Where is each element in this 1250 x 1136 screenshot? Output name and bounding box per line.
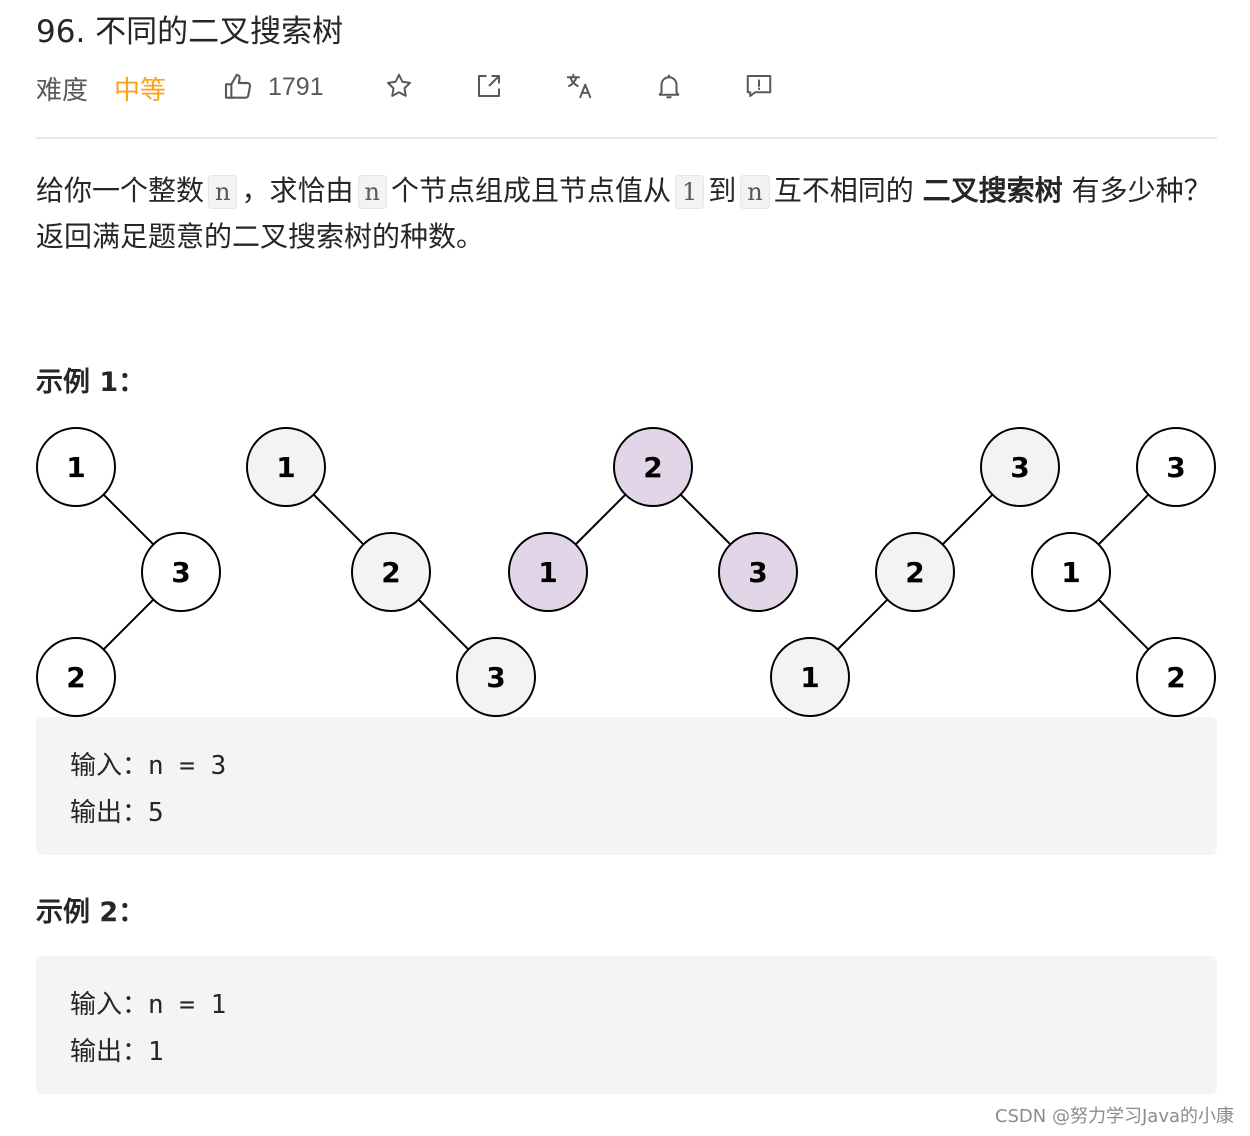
tree-node — [351, 532, 431, 612]
share-button[interactable] — [471, 68, 507, 104]
inline-code: 1 — [674, 175, 705, 209]
tree-node — [718, 532, 798, 612]
tree-node — [1136, 427, 1216, 507]
example-2-title: 示例 2： — [36, 897, 146, 928]
like-count: 1791 — [268, 72, 324, 101]
tree-node — [1136, 637, 1216, 717]
tree-node-label: 1 — [1061, 556, 1080, 589]
translate-button[interactable] — [561, 68, 597, 104]
header-divider — [36, 137, 1217, 139]
example-1-input: 输入：n = 3 — [70, 751, 227, 781]
inline-code: n — [208, 175, 238, 209]
problem-toolbar: 难度 中等 1791 — [36, 66, 796, 110]
tree-node — [770, 637, 850, 717]
tree-node — [246, 427, 326, 507]
tree-node-label: 3 — [748, 556, 767, 589]
tree-node — [36, 637, 116, 717]
tree-node — [508, 532, 588, 612]
tree-node-label: 2 — [643, 451, 662, 484]
example-2-output: 输出：1 — [70, 1037, 164, 1067]
tree-node-label: 3 — [1010, 451, 1029, 484]
bell-icon — [658, 74, 680, 99]
tree-node-label: 1 — [276, 451, 295, 484]
watermark: CSDN @努力学习Java的小康 — [994, 1106, 1234, 1127]
tree-node — [875, 532, 955, 612]
desc-text: 给你一个整数 — [36, 174, 205, 207]
example-1-block: 输入：n = 3 输出：5 — [36, 717, 1217, 855]
favorite-button[interactable] — [381, 68, 417, 104]
tree-node-label: 2 — [66, 661, 85, 694]
tree-node-label: 3 — [486, 661, 505, 694]
star-icon — [387, 73, 411, 97]
bold-term: 二叉搜索树 — [922, 174, 1063, 207]
tree-node-label: 1 — [66, 451, 85, 484]
tree-node-label: 3 — [1166, 451, 1185, 484]
share-icon — [478, 75, 500, 97]
bst-diagram: 1 3 2 1 2 3 2 1 3 3 2 1 3 1 2 — [36, 427, 1216, 717]
thumbs-up-icon — [224, 73, 252, 99]
translate-icon — [566, 73, 592, 99]
subscribe-button[interactable] — [651, 68, 687, 104]
tree-node-label: 2 — [1166, 661, 1185, 694]
tree-node-label: 3 — [171, 556, 190, 589]
inline-code: n — [740, 175, 770, 209]
tree-node — [141, 532, 221, 612]
inline-code: n — [357, 175, 387, 209]
difficulty-label: 难度 — [36, 76, 89, 106]
desc-text: 个节点组成且节点值从 — [390, 174, 671, 207]
tree-node-label: 2 — [381, 556, 400, 589]
problem-title: 96. 不同的二叉搜索树 — [36, 14, 344, 50]
tree-node — [456, 637, 536, 717]
difficulty-value: 中等 — [114, 76, 167, 106]
tree-node-label: 2 — [905, 556, 924, 589]
desc-text: 到 — [708, 174, 737, 207]
example-1-output: 输出：5 — [70, 798, 164, 828]
desc-text: 有多少种？返回满足题意的二叉搜索树的种数。 — [36, 174, 1212, 253]
example-2-input: 输入：n = 1 — [70, 990, 227, 1020]
desc-text: 互不相同的 — [773, 174, 914, 207]
feedback-button[interactable] — [741, 68, 777, 104]
tree-node — [980, 427, 1060, 507]
example-1-title: 示例 1： — [36, 367, 146, 398]
feedback-icon — [746, 75, 772, 97]
tree-node — [36, 427, 116, 507]
tree-node-label: 1 — [800, 661, 819, 694]
tree-node-label: 1 — [538, 556, 557, 589]
example-2-block: 输入：n = 1 输出：1 — [36, 956, 1217, 1094]
tree-node — [1031, 532, 1111, 612]
desc-text: ，求恰由 — [241, 174, 354, 207]
like-button[interactable]: 1791 — [222, 68, 324, 106]
tree-node — [613, 427, 693, 507]
